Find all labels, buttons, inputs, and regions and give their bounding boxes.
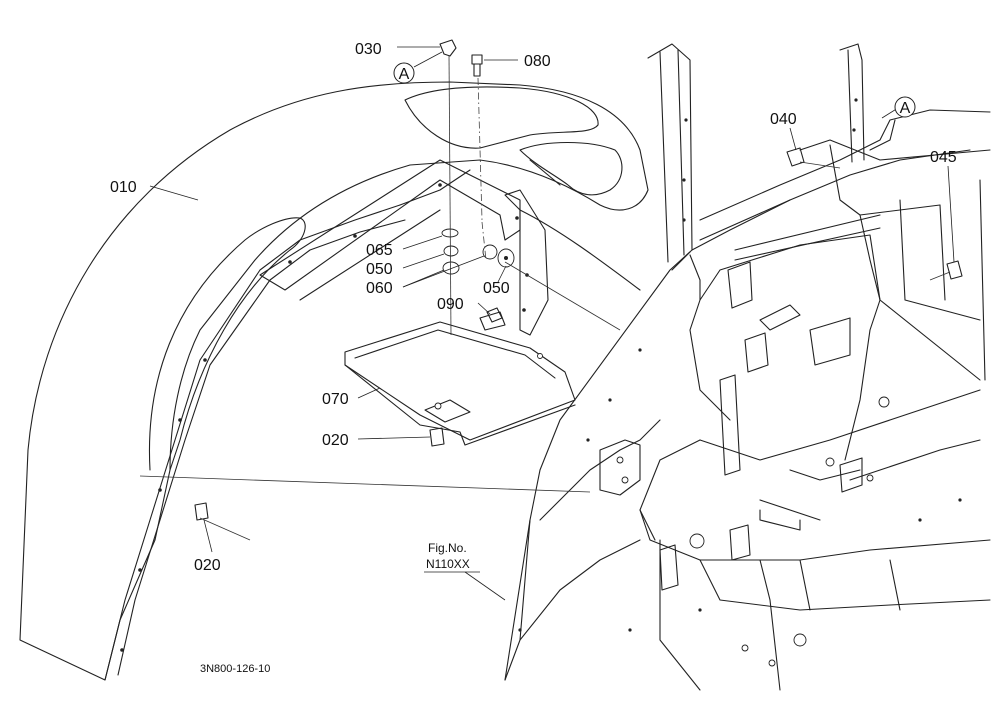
- tray-070: [344, 311, 576, 446]
- callout-label: 020: [194, 557, 221, 574]
- callout-label: 030: [355, 41, 382, 58]
- callout-label: 065: [366, 242, 393, 259]
- figure-ref-number: N110XX: [426, 557, 470, 571]
- callout-label: 070: [322, 391, 349, 408]
- view-marker-a-left: A: [393, 62, 415, 84]
- callout-label: 010: [110, 179, 137, 196]
- drawing-number: 3N800-126-10: [200, 663, 270, 675]
- callout-label: 050: [366, 261, 393, 278]
- view-marker-a-right: A: [894, 96, 916, 118]
- callout-label: 020: [322, 432, 349, 449]
- figure-reference: Fig.No. N110XX: [424, 541, 480, 573]
- callout-label: 090: [437, 296, 464, 313]
- leaders: [149, 46, 955, 601]
- callout-labels: 010 020 020 030 040 045 050 050 060 065 …: [110, 41, 957, 574]
- callout-label: 045: [930, 149, 957, 166]
- view-marker-letter: A: [900, 100, 911, 117]
- hardware: [194, 39, 963, 521]
- callout-label: 050: [483, 280, 510, 297]
- figure-ref-prefix: Fig.No.: [428, 541, 467, 555]
- callout-label: 040: [770, 111, 797, 128]
- callout-label: 080: [524, 53, 551, 70]
- fender-010: [19, 81, 649, 681]
- alignment-lines: [139, 54, 951, 541]
- cab-frame: [504, 43, 991, 691]
- callout-label: 060: [366, 280, 393, 297]
- view-marker-letter: A: [399, 66, 410, 83]
